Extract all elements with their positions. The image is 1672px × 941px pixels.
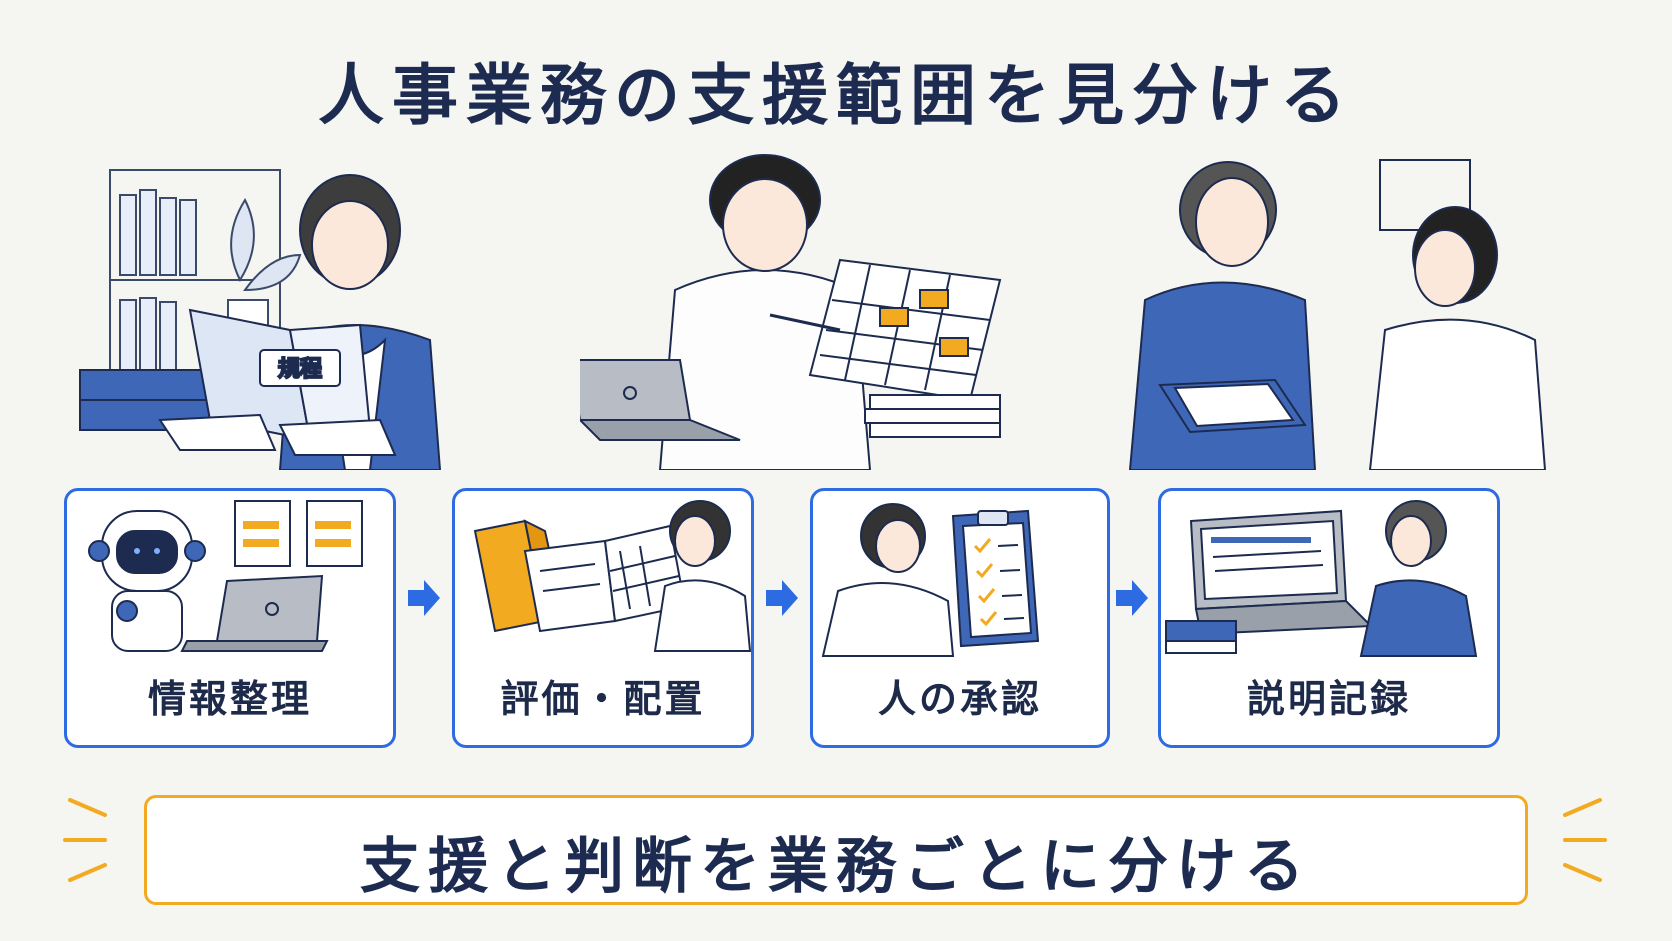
arrow-right-icon [1116, 580, 1148, 616]
document-icon [234, 500, 363, 567]
step-card-evaluation-placement: 評価・配置 [452, 488, 754, 748]
sparkle-right-icon [1563, 798, 1607, 882]
step-label: 評価・配置 [500, 677, 706, 721]
step-card-explanation-record: 説明記録 [1158, 488, 1500, 748]
regulation-book: 規程 [188, 308, 372, 442]
evaluation-chart [808, 258, 1002, 402]
arrow-right-icon [766, 580, 798, 616]
page-title: 人事業務の支援範囲を見分ける [318, 57, 1354, 134]
laptop-icon [580, 359, 741, 441]
sparkle-left-icon [63, 798, 107, 882]
laptop-icon [1189, 509, 1374, 636]
person-icon [821, 503, 955, 657]
bookshelf [109, 169, 281, 411]
book-label: 規程 [278, 357, 322, 382]
person-icon [1359, 500, 1478, 657]
checklist-icon [951, 509, 1040, 648]
scene-consultation [1128, 159, 1547, 470]
step-card-human-approval: 人の承認 [810, 488, 1110, 748]
step-label: 説明記録 [1246, 677, 1411, 721]
step-label: 情報整理 [147, 677, 312, 721]
step-label: 人の承認 [877, 677, 1042, 721]
scene-regulations-reading: 規程 [79, 169, 442, 470]
clipboard-icon [1158, 378, 1307, 434]
laptop-icon [180, 574, 329, 652]
scene-evaluation-review [580, 154, 1002, 470]
binder-icon [1165, 620, 1237, 654]
arrow-right-icon [408, 580, 440, 616]
colleague-figure [1368, 206, 1547, 470]
person-icon [653, 500, 751, 652]
banner-text: 支援と判断を業務ごとに分ける [360, 832, 1312, 902]
robot-icon [88, 510, 206, 652]
step-card-info-organizing: 情報整理 [64, 488, 396, 748]
summary-banner: 支援と判断を業務ごとに分ける [144, 795, 1528, 905]
desk-papers [158, 413, 397, 456]
paper-stack [864, 394, 1001, 438]
pen-icon [769, 313, 841, 332]
